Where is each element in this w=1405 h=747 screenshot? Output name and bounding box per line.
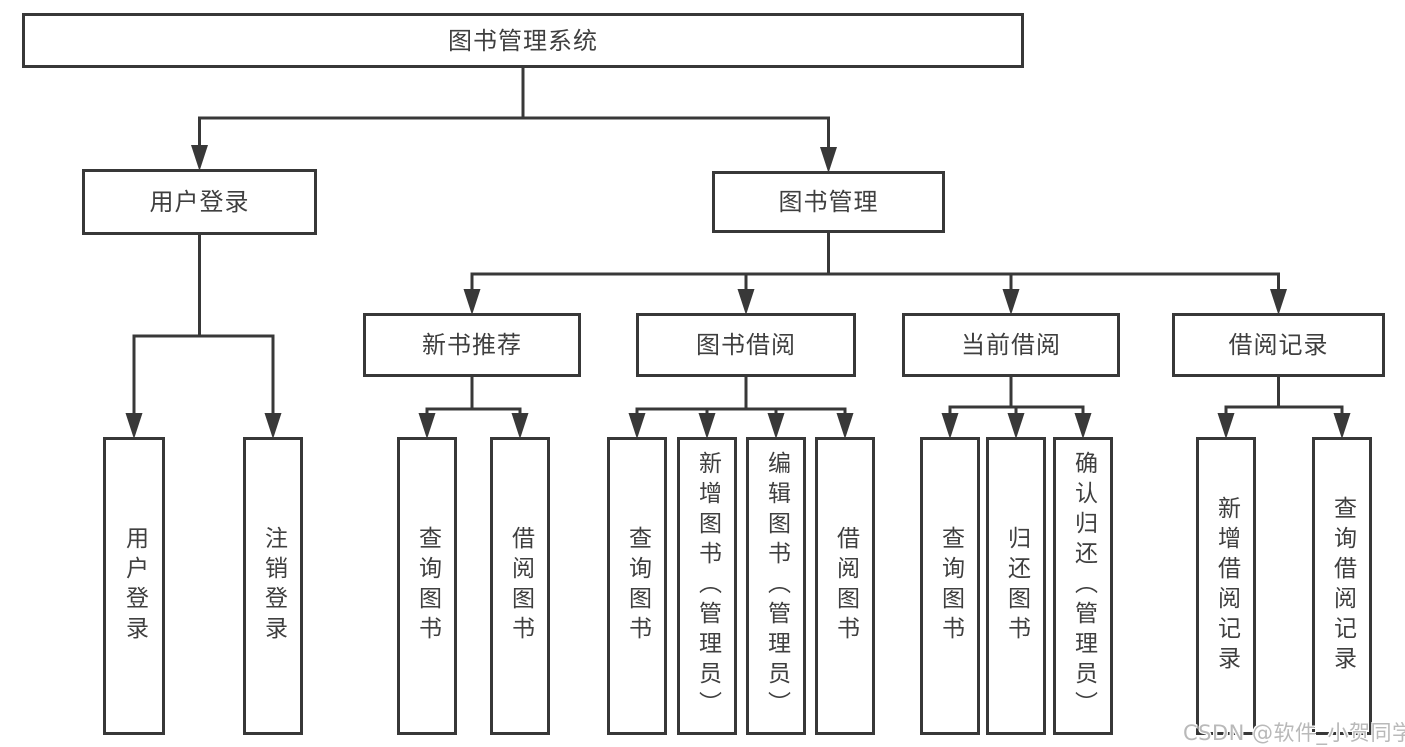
node-label: 编辑图书（管理员） [763,451,790,721]
node-label: 当前借阅 [961,331,1061,359]
node-v-query-borrow-record: 查询借阅记录 [1312,437,1372,735]
node-v-borrow-book-1: 借阅图书 [490,437,550,735]
node-current-borrow: 当前借阅 [902,313,1120,377]
node-label: 新增借阅记录 [1213,496,1240,676]
node-label: 查询图书 [624,526,651,646]
node-label: 查询图书 [937,526,964,646]
node-label: 借阅图书 [507,526,534,646]
node-v-query-book-3: 查询图书 [920,437,980,735]
node-v-add-borrow-record: 新增借阅记录 [1196,437,1256,735]
node-v-user-login: 用户登录 [103,437,165,735]
node-root: 图书管理系统 [22,13,1024,68]
node-v-edit-book: 编辑图书（管理员） [746,437,806,735]
node-label: 借阅记录 [1228,331,1329,359]
node-label: 新增图书（管理员） [694,451,721,721]
node-user-login: 用户登录 [82,169,317,235]
node-label: 用户登录 [121,526,148,646]
node-label: 图书借阅 [696,331,796,359]
node-label: 确认归还（管理员） [1070,451,1097,721]
node-v-borrow-book-2: 借阅图书 [815,437,875,735]
csdn-watermark: CSDN @软件_小贺同学 [1183,721,1405,745]
node-book-mgmt: 图书管理 [712,171,945,233]
node-v-query-book-2: 查询图书 [607,437,667,735]
node-label: 图书管理系统 [448,26,598,55]
node-label: 图书管理 [778,188,879,216]
node-label: 新书推荐 [422,331,522,359]
node-v-query-book-1: 查询图书 [397,437,457,735]
node-label: 查询图书 [414,526,441,646]
node-label: 查询借阅记录 [1329,496,1356,676]
node-v-return-book: 归还图书 [986,437,1046,735]
node-label: 用户登录 [149,188,250,216]
node-v-add-book: 新增图书（管理员） [677,437,737,735]
node-label: 借阅图书 [832,526,859,646]
node-new-book-rec: 新书推荐 [363,313,581,377]
node-book-borrow: 图书借阅 [636,313,856,377]
node-v-confirm-return: 确认归还（管理员） [1053,437,1113,735]
node-label: 归还图书 [1003,526,1030,646]
node-borrow-records: 借阅记录 [1172,313,1385,377]
node-v-logout: 注销登录 [243,437,303,735]
node-label: 注销登录 [260,526,287,646]
